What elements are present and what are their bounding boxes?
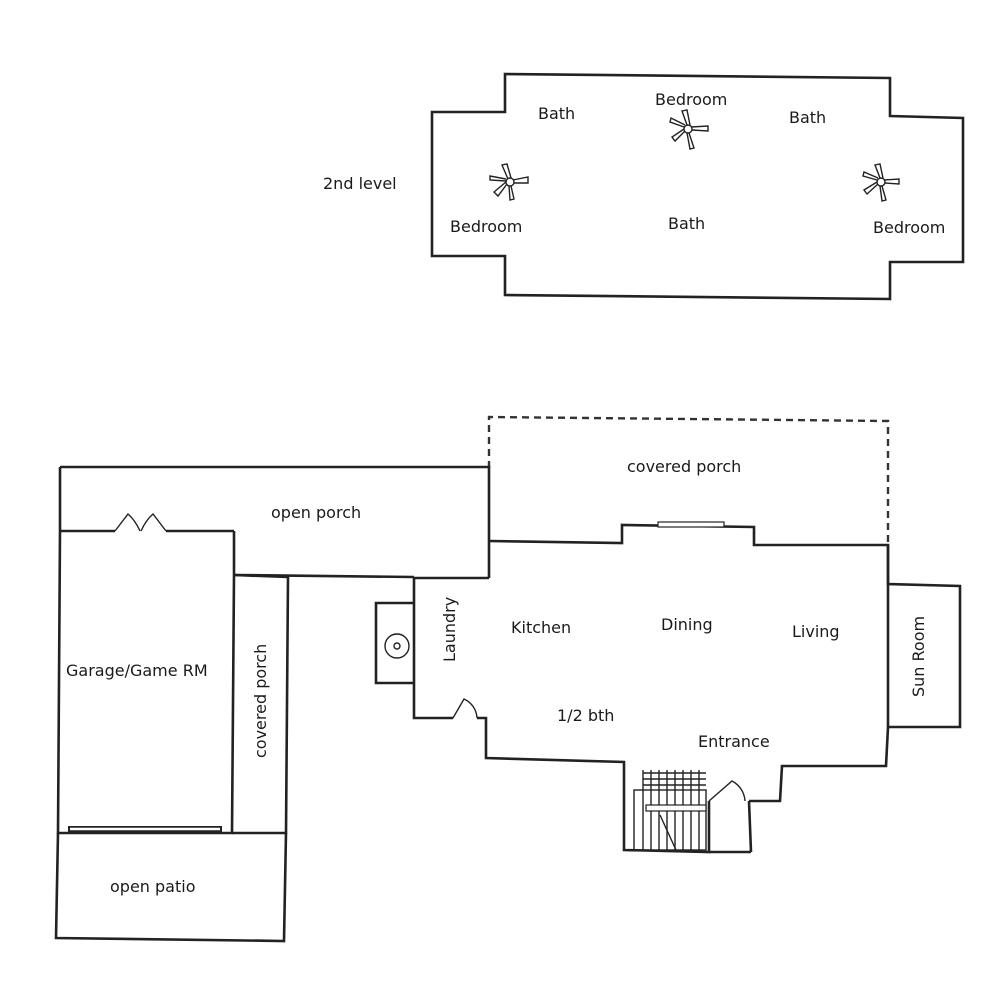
door-swing-icon: [708, 780, 746, 802]
room-label-bath: Bath: [668, 214, 705, 233]
room-label-bedroom: Bedroom: [873, 218, 945, 237]
room-label-bath: Bath: [538, 104, 575, 123]
room-label-covered-porch: covered porch: [627, 457, 741, 476]
water-heater-icon: [384, 633, 410, 659]
open-porch-outline: [60, 465, 491, 578]
room-label-bedroom: Bedroom: [655, 90, 727, 109]
room-label-bedroom: Bedroom: [450, 217, 522, 236]
covered-porch-outline: [487, 415, 890, 544]
room-label-open-porch: open porch: [271, 503, 361, 522]
garage-outline: [56, 530, 236, 835]
room-label-sun-room: Sun Room: [909, 616, 928, 697]
room-label-entrance: Entrance: [698, 732, 770, 751]
laundry-closet-outline: [374, 601, 414, 685]
second-level-outline: [430, 72, 965, 301]
staircase: [633, 770, 707, 851]
french-door-icon: [114, 512, 167, 532]
covered-porch-side-outline: [232, 573, 290, 835]
room-label-half-bath: 1/2 bth: [557, 706, 614, 725]
main-house-outline: [488, 523, 962, 803]
main-level: covered porch open porch Garage/Game RM …: [54, 415, 962, 943]
second-level: 2nd level Bath Bedroom Bath Bedroom Bath…: [323, 72, 965, 301]
window: [657, 521, 725, 528]
room-label-bath: Bath: [789, 108, 826, 127]
room-label-open-patio: open patio: [110, 877, 195, 896]
room-label-laundry: Laundry: [440, 597, 459, 662]
room-label-living: Living: [792, 622, 840, 641]
room-label-garage: Garage/Game RM: [66, 661, 208, 680]
level-label: 2nd level: [323, 174, 397, 193]
ceiling-fan-icon: [862, 163, 900, 202]
ceiling-fan-icon: [669, 109, 709, 150]
open-patio-outline: [54, 832, 288, 943]
ceiling-fan-icon: [489, 163, 529, 201]
door-swing-icon: [452, 698, 478, 719]
room-label-dining: Dining: [661, 615, 713, 634]
room-label-covered-porch: covered porch: [251, 644, 270, 758]
room-label-kitchen: Kitchen: [511, 618, 571, 637]
